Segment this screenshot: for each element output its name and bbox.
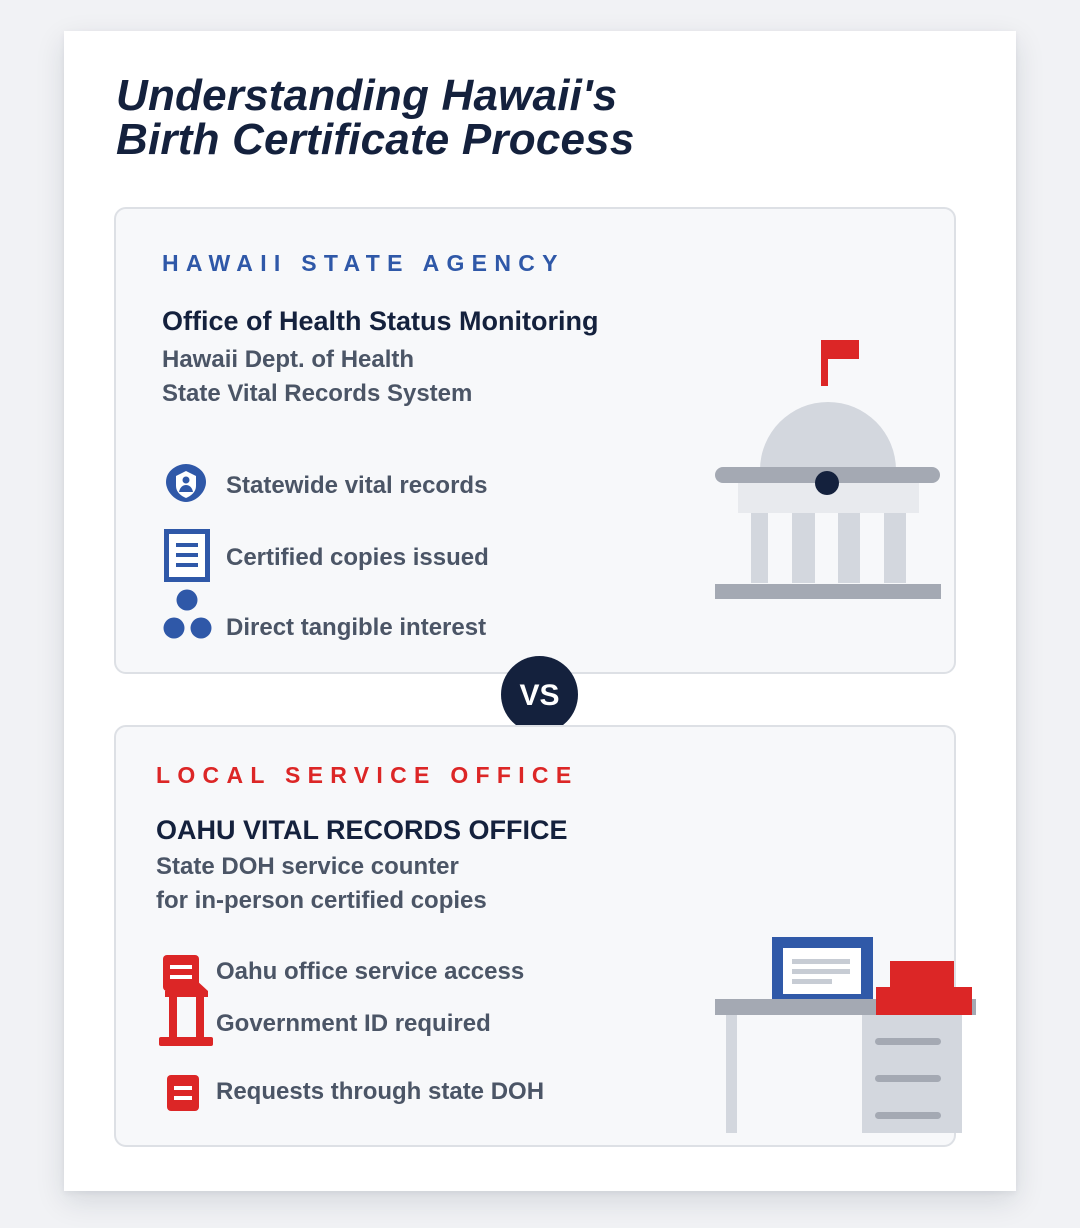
local-office-heading: OAHU VITAL RECORDS OFFICE: [156, 815, 568, 845]
state-item-certified-copies: Certified copies issued: [226, 544, 489, 571]
office-desk-illustration: [715, 937, 976, 1133]
local-office-subtitle-line-1: State DOH service counter: [156, 853, 459, 880]
base: [715, 584, 941, 599]
title-line-1: Understanding Hawaii's: [116, 71, 618, 120]
flag-pole: [821, 340, 828, 386]
document-icon: [164, 529, 210, 582]
shield-person-icon: [166, 464, 206, 502]
title-line-2: Birth Certificate Process: [116, 115, 635, 164]
state-agency-heading: Office of Health Status Monitoring: [162, 306, 599, 336]
capitol-building-illustration: [715, 340, 941, 599]
dome-medallion: [815, 471, 839, 495]
state-agency-eyebrow: HAWAII STATE AGENCY: [162, 250, 565, 276]
vs-badge: VS: [501, 656, 578, 733]
flag: [821, 340, 859, 359]
inbox-tray-top: [890, 961, 954, 989]
page-title: Understanding Hawaii's Birth Certificate…: [116, 74, 635, 162]
local-office-panel: [114, 725, 956, 1147]
office-counter-icon: [159, 955, 213, 1046]
people-icon: [163, 589, 212, 639]
desk-leg: [726, 1015, 737, 1133]
state-item-tangible-interest: Direct tangible interest: [226, 614, 487, 641]
state-item-statewide-records: Statewide vital records: [226, 472, 488, 499]
local-office-subtitle-line-2: for in-person certified copies: [156, 887, 487, 914]
state-agency-subtitle-line-2: State Vital Records System: [162, 380, 473, 407]
local-item-office-access: Oahu office service access: [216, 958, 525, 985]
inbox-tray: [876, 987, 972, 1015]
state-agency-subtitle-line-1: Hawaii Dept. of Health: [162, 346, 415, 373]
dome: [760, 402, 896, 470]
local-office-subtitle: State DOH service counter for in-person …: [156, 850, 487, 918]
local-item-government-id: Government ID required: [216, 1010, 491, 1037]
local-item-state-doh: Requests through state DOH: [216, 1078, 545, 1105]
state-agency-subtitle: Hawaii Dept. of Health State Vital Recor…: [162, 343, 472, 411]
form-icon: [167, 1075, 199, 1111]
local-office-eyebrow: LOCAL SERVICE OFFICE: [156, 762, 579, 788]
